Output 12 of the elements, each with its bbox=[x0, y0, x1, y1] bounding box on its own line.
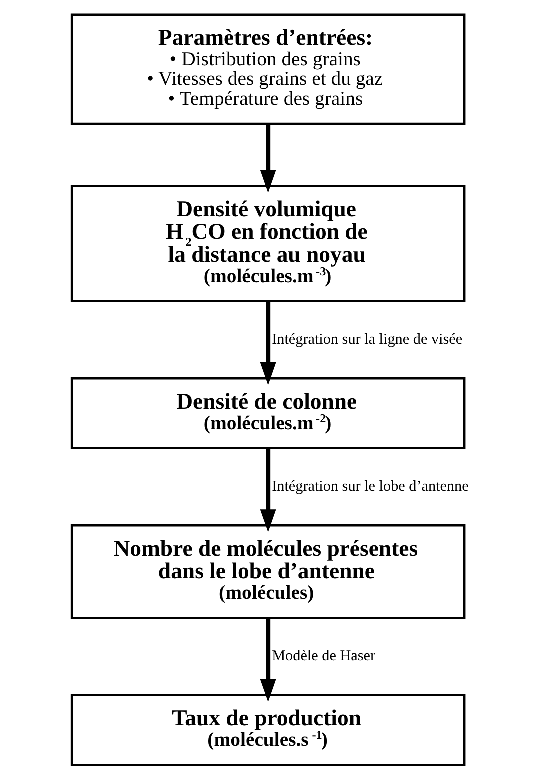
edge-label: Intégration sur la ligne de visée bbox=[272, 330, 463, 348]
arrow bbox=[260, 448, 276, 532]
node-box: Densité de colonne (molécules.m$^{-2}$) bbox=[70, 378, 466, 450]
arrow bbox=[260, 618, 276, 702]
node-box: Nombre de molécules présentes dans le lobe d’antenne (molécules) bbox=[70, 524, 466, 620]
edge-label: Modèle de Haser bbox=[272, 648, 376, 665]
arrow bbox=[260, 124, 276, 193]
edge-label: Intégration sur le lobe d’antenne bbox=[272, 478, 469, 495]
node-box: Paramètres d’entrées: • Distribution des grains • Vitesses des grains et du gaz • Température des grains bbox=[70, 14, 466, 126]
arrow bbox=[260, 302, 276, 386]
node-box: Taux de production (molécules.s$^{-1}$) bbox=[70, 694, 466, 766]
node-box: Densité volumique H$_{2}$CO en fonction de la distance au noyau (molécules.m$^{-3}$) bbox=[70, 185, 466, 302]
